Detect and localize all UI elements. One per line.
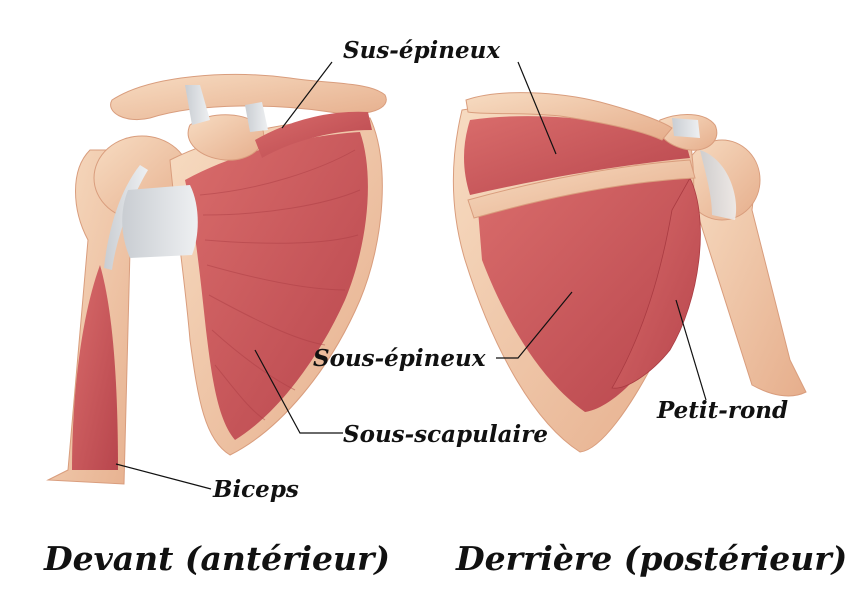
back-clavicle <box>465 92 673 141</box>
leader-sous-epineux <box>496 291 573 359</box>
front-view-illustration <box>46 73 387 485</box>
back-rotator-tendon <box>700 150 737 220</box>
teres-minor-muscle <box>611 177 701 389</box>
front-acromion <box>187 114 265 161</box>
front-ligament <box>185 85 210 125</box>
front-rotator-tendon <box>122 185 198 258</box>
label-sous-scapulaire: Sous-scapulaire <box>343 421 548 448</box>
subscapularis-fibers <box>199 149 361 421</box>
biceps-tendon <box>104 165 148 270</box>
leader-biceps <box>115 463 212 490</box>
front-clavicle <box>110 73 387 120</box>
back-view-illustration <box>452 92 807 453</box>
leader-sus-epineux-back <box>517 61 557 155</box>
leader-petit-rond <box>675 299 707 401</box>
front-ligament-2 <box>245 102 268 132</box>
caption-back: Derrière (postérieur) <box>455 539 847 578</box>
leader-sous-scapulaire <box>254 349 343 434</box>
biceps-muscle <box>72 265 118 470</box>
back-scapular-spine <box>467 159 696 219</box>
supraspinatus-muscle <box>464 116 690 195</box>
caption-front: Devant (antérieur) <box>43 539 390 578</box>
front-supraspinatus-muscle <box>255 111 372 158</box>
leader-lines <box>115 61 707 490</box>
label-petit-rond: Petit-rond <box>656 397 788 424</box>
label-sous-epineux: Sous-épineux <box>313 345 486 372</box>
leader-sus-epineux-front <box>281 61 333 129</box>
subscapularis-muscle <box>185 132 368 440</box>
label-biceps: Biceps <box>212 476 299 503</box>
back-ligament <box>672 118 700 138</box>
label-sus-epineux: Sus-épineux <box>343 37 500 64</box>
